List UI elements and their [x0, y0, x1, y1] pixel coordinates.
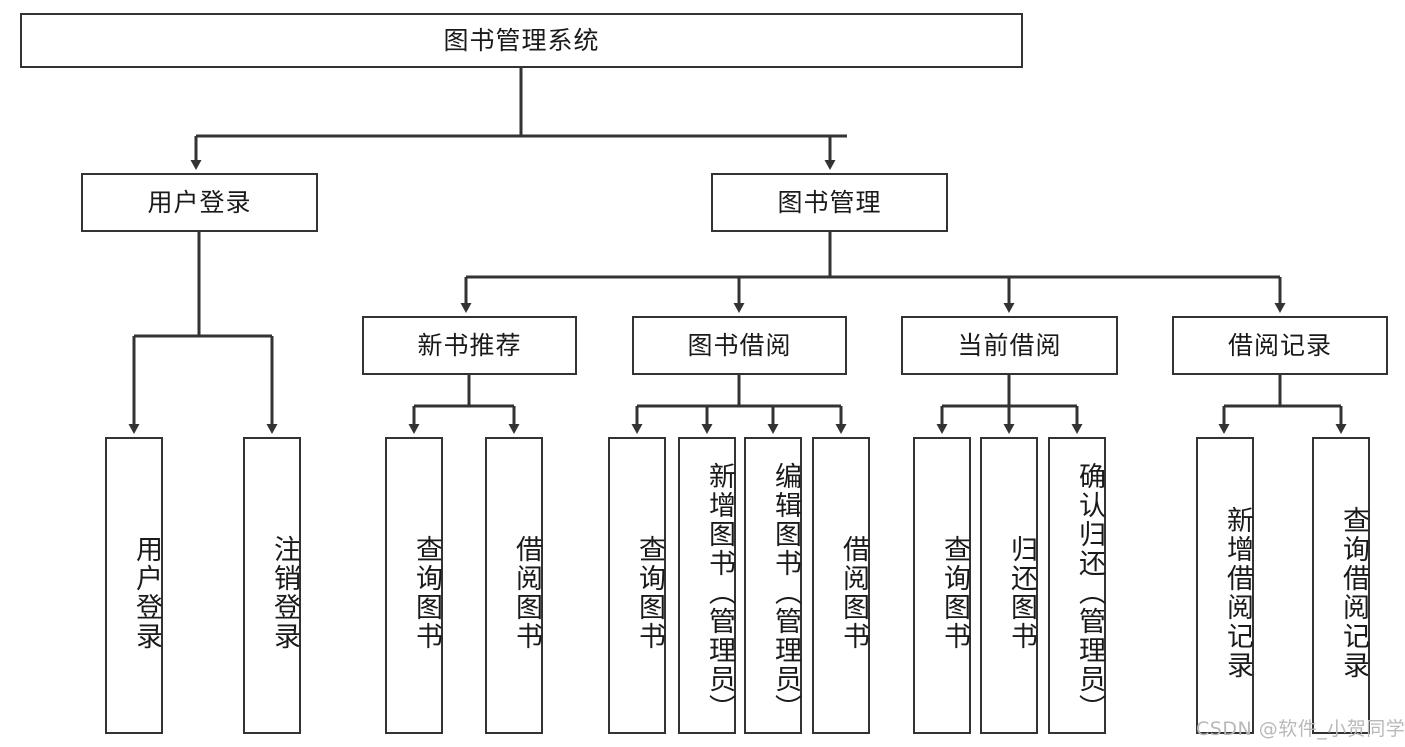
node-user-login[interactable]: 用户登录: [81, 173, 318, 232]
node-book-borrow[interactable]: 图书借阅: [632, 316, 847, 375]
node-current-borrow[interactable]: 当前借阅: [901, 316, 1118, 375]
node-label: 查询借阅记录: [1338, 505, 1369, 680]
node-label: 新书推荐: [417, 330, 522, 360]
node-label: 图书借阅: [687, 330, 792, 360]
leaf-current-borrow-confirm-return-admin[interactable]: 确认归还（管理员）: [1048, 437, 1106, 734]
node-label: 借阅记录: [1227, 330, 1332, 360]
node-label: 查询图书: [411, 534, 442, 651]
node-label: 确认归还（管理员）: [1074, 462, 1105, 723]
node-label: 注销登录: [269, 534, 300, 651]
node-label: 借阅图书: [838, 534, 869, 651]
leaf-borrow-record-query-record[interactable]: 查询借阅记录: [1312, 437, 1370, 734]
leaf-book-borrow-add-book-admin[interactable]: 新增图书（管理员）: [678, 437, 736, 734]
node-label: 查询图书: [634, 534, 665, 651]
node-label: 用户登录: [131, 534, 162, 651]
leaf-book-borrow-borrow-book[interactable]: 借阅图书: [812, 437, 870, 734]
node-label: 图书管理系统: [443, 25, 600, 55]
node-label: 当前借阅: [957, 330, 1062, 360]
node-label: 查询图书: [939, 534, 970, 651]
node-label: 图书管理: [777, 187, 882, 217]
leaf-book-borrow-query-book[interactable]: 查询图书: [608, 437, 666, 734]
leaf-borrow-record-add-record[interactable]: 新增借阅记录: [1196, 437, 1254, 734]
node-label: 新增图书（管理员）: [704, 462, 735, 723]
leaf-user-login-logout[interactable]: 注销登录: [243, 437, 301, 734]
leaf-user-login-login[interactable]: 用户登录: [105, 437, 163, 734]
node-label: 用户登录: [147, 187, 252, 217]
node-book-management[interactable]: 图书管理: [711, 173, 948, 232]
node-label: 归还图书: [1006, 534, 1037, 651]
node-new-book-recommend[interactable]: 新书推荐: [362, 316, 577, 375]
node-label: 编辑图书（管理员）: [770, 462, 801, 723]
node-label: 借阅图书: [511, 534, 542, 651]
node-label: 新增借阅记录: [1222, 505, 1253, 680]
leaf-new-book-borrow-book[interactable]: 借阅图书: [485, 437, 543, 734]
csdn-watermark: CSDN @软件_小贺同学: [1196, 718, 1405, 740]
node-borrow-record[interactable]: 借阅记录: [1172, 316, 1388, 375]
leaf-current-borrow-return-book[interactable]: 归还图书: [980, 437, 1038, 734]
leaf-current-borrow-query-book[interactable]: 查询图书: [913, 437, 971, 734]
leaf-book-borrow-edit-book-admin[interactable]: 编辑图书（管理员）: [744, 437, 802, 734]
leaf-new-book-query-book[interactable]: 查询图书: [385, 437, 443, 734]
node-root-book-management-system[interactable]: 图书管理系统: [20, 13, 1023, 68]
